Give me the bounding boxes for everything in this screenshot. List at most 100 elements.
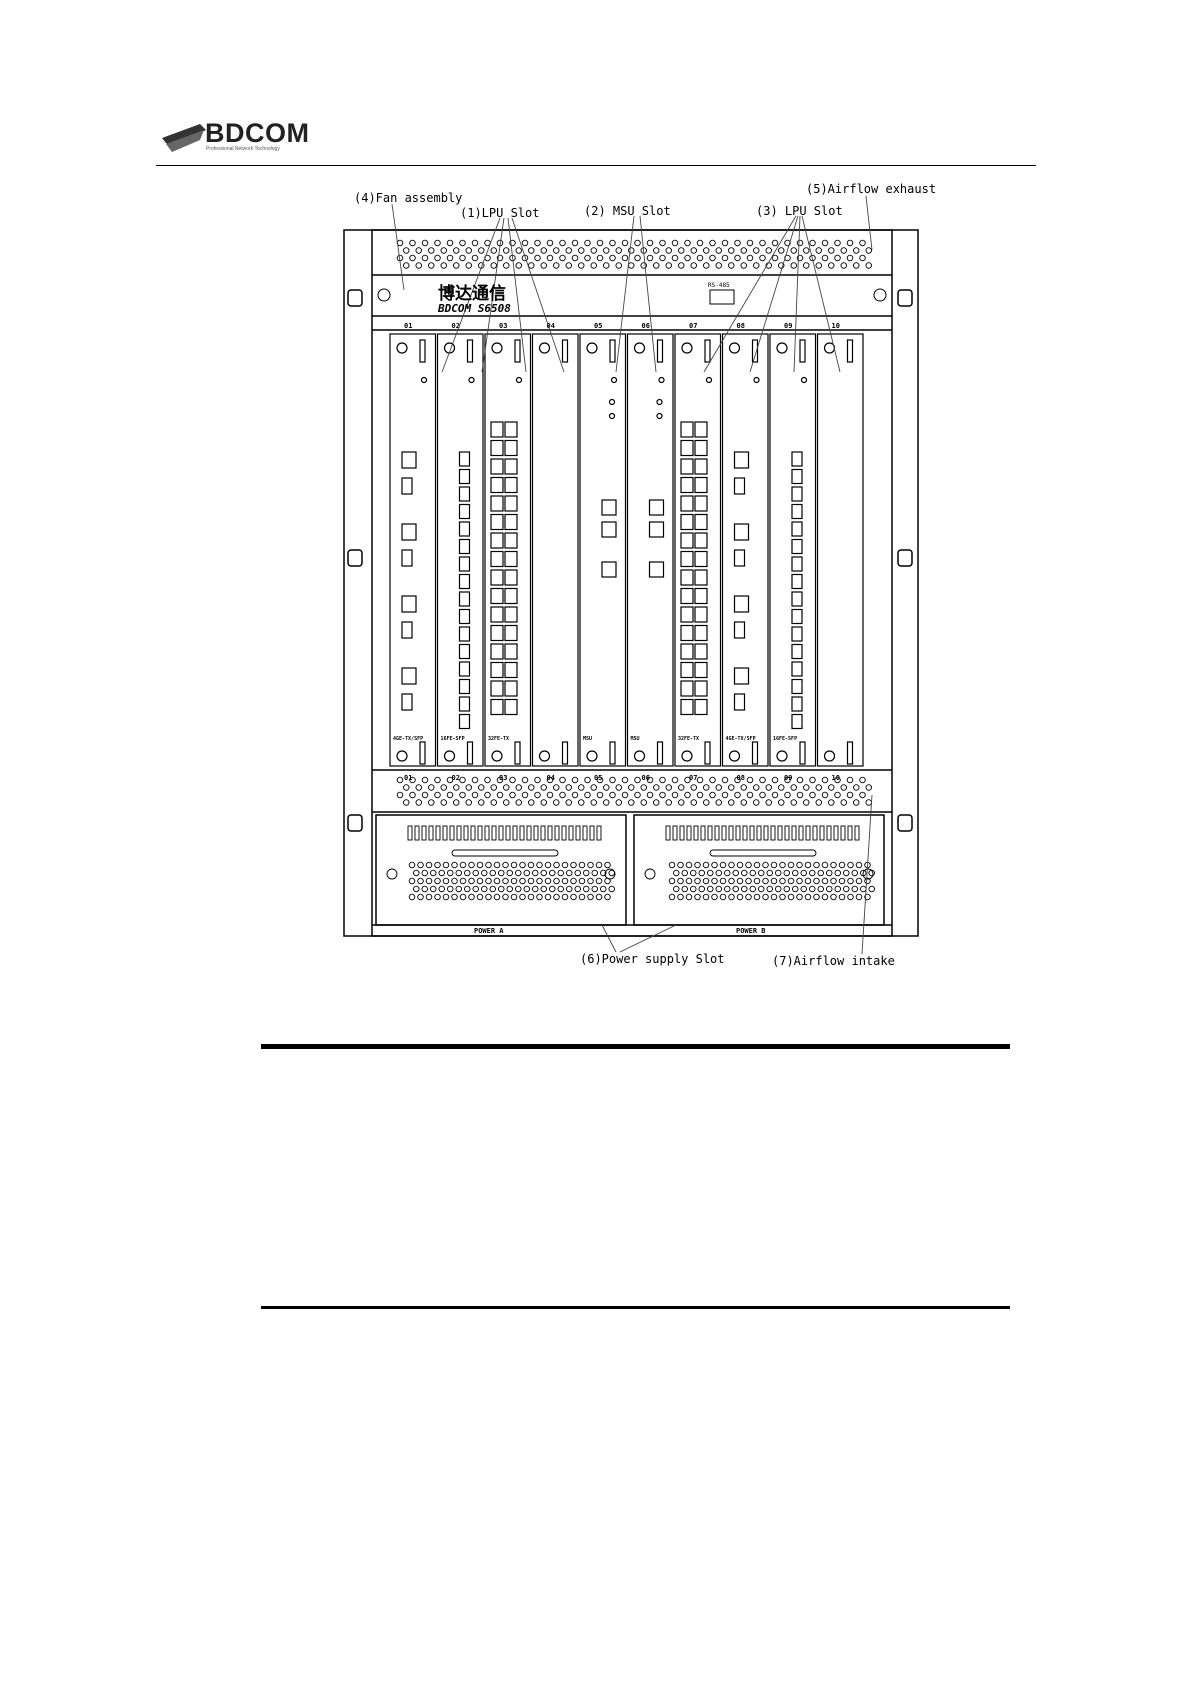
psu-vent-hole <box>745 877 752 885</box>
psu-vent-hole <box>847 861 854 869</box>
psu-vent-hole <box>413 869 420 877</box>
callout-leader-line <box>391 203 405 291</box>
exhaust-vent-hole <box>759 254 766 262</box>
psu-fin <box>589 825 595 841</box>
exhaust-vent-hole <box>728 262 735 269</box>
sfp-port <box>458 538 471 555</box>
callout-msu: (2) MSU Slot <box>584 204 671 218</box>
psu-vent-hole <box>583 885 590 893</box>
psu-vent-hole <box>544 893 552 901</box>
intake-vent-hole <box>615 784 623 791</box>
psu-vent-hole <box>468 877 475 885</box>
psu-fin <box>707 825 713 841</box>
psu-vent-hole <box>476 893 484 901</box>
intake-vent-hole <box>815 799 823 806</box>
card-slot-06 <box>626 333 674 767</box>
sfp-port <box>791 538 803 555</box>
psu-fin <box>470 825 476 841</box>
exhaust-vent-hole <box>815 262 823 269</box>
intake-vent-hole <box>565 784 573 791</box>
psu-fin <box>721 825 727 841</box>
exhaust-vent-hole <box>584 254 591 262</box>
exhaust-vent-hole <box>471 254 479 262</box>
psu-vent-hole <box>544 877 552 885</box>
callout-lpu-right: (3) LPU Slot <box>756 204 843 218</box>
psu-vent-hole <box>732 885 740 893</box>
ge-port <box>401 667 417 685</box>
card-ejector <box>419 339 426 363</box>
intake-vent-hole <box>440 784 448 791</box>
card-screw <box>633 342 646 354</box>
exhaust-vent-hole <box>434 254 441 262</box>
psu-vent-hole <box>493 893 501 901</box>
psu-vent-hole <box>544 861 552 869</box>
card-ejector <box>799 741 806 765</box>
exhaust-vent-hole <box>684 254 691 262</box>
sfp-port <box>458 608 471 625</box>
psu-vent-hole <box>685 877 693 885</box>
psu-vent-hole <box>408 877 416 885</box>
psu-vent-hole <box>715 869 723 877</box>
intake-vent-hole <box>565 799 573 806</box>
intake-vent-hole <box>678 784 685 791</box>
card-screw <box>491 750 503 762</box>
swap-led <box>608 412 616 420</box>
psu-fin <box>526 825 532 841</box>
intake-vent-hole <box>696 791 704 799</box>
intake-vent-hole <box>715 784 723 791</box>
psu-fin <box>693 825 699 841</box>
psu-vent-hole <box>442 861 450 869</box>
psu-vent-hole <box>523 885 531 893</box>
sfp-port <box>458 591 471 607</box>
rj45-port <box>680 550 694 568</box>
psu-vent-hole <box>502 877 509 885</box>
intake-vent-hole <box>621 791 629 799</box>
intake-vent-hole <box>540 799 548 806</box>
exhaust-vent-hole <box>621 254 629 262</box>
exhaust-vent-hole <box>409 239 416 247</box>
psu-vent-hole <box>702 861 710 869</box>
exhaust-vent-hole <box>421 254 429 262</box>
rj45-port <box>680 680 694 697</box>
psu-vent-hole <box>698 869 706 877</box>
psu-vent-hole <box>745 861 752 869</box>
psu-vent-hole <box>553 861 560 869</box>
slot-number-top: 05 <box>594 322 602 330</box>
card-slot-02 <box>436 333 484 767</box>
exhaust-vent-hole <box>453 262 460 269</box>
intake-vent-hole <box>659 776 666 784</box>
psu-vent-hole <box>724 869 731 877</box>
rj45-port <box>504 476 518 494</box>
exhaust-vent-hole <box>671 254 679 262</box>
sfp-port <box>791 573 803 590</box>
callout-airflow-intake: (7)Airflow intake <box>772 954 895 968</box>
slot-number-top: 06 <box>642 322 650 330</box>
rj45-port <box>680 606 694 623</box>
rj45-port <box>694 421 708 438</box>
intake-vent-hole <box>796 791 804 799</box>
psu-vent-hole <box>694 877 701 885</box>
psu-vent-hole <box>464 885 471 893</box>
intake-vent-hole <box>540 784 548 791</box>
psu-vent-hole <box>775 885 782 893</box>
card-name: 32FE-TX <box>678 736 699 742</box>
rj45-port <box>504 643 518 660</box>
psu-vent-hole <box>425 877 433 885</box>
psu-vent-hole <box>787 877 795 885</box>
psu-vent-hole <box>787 861 795 869</box>
psu-fin <box>561 825 567 841</box>
psu-vent-hole <box>855 877 863 885</box>
exhaust-vent-hole <box>428 247 435 254</box>
intake-vent-hole <box>715 799 723 806</box>
psu-vent-hole <box>855 861 863 869</box>
psu-vent-hole <box>783 869 791 877</box>
psu-fin <box>554 825 560 841</box>
aux-rj45 <box>601 521 617 538</box>
intake-vent-hole <box>603 784 610 791</box>
psu-vent-hole <box>434 877 441 885</box>
psu-vent-hole <box>468 861 475 869</box>
sfp-port <box>791 556 803 572</box>
fan-screw-left <box>377 288 391 302</box>
psu-vent-hole <box>587 877 594 885</box>
exhaust-vent-hole <box>646 254 654 262</box>
